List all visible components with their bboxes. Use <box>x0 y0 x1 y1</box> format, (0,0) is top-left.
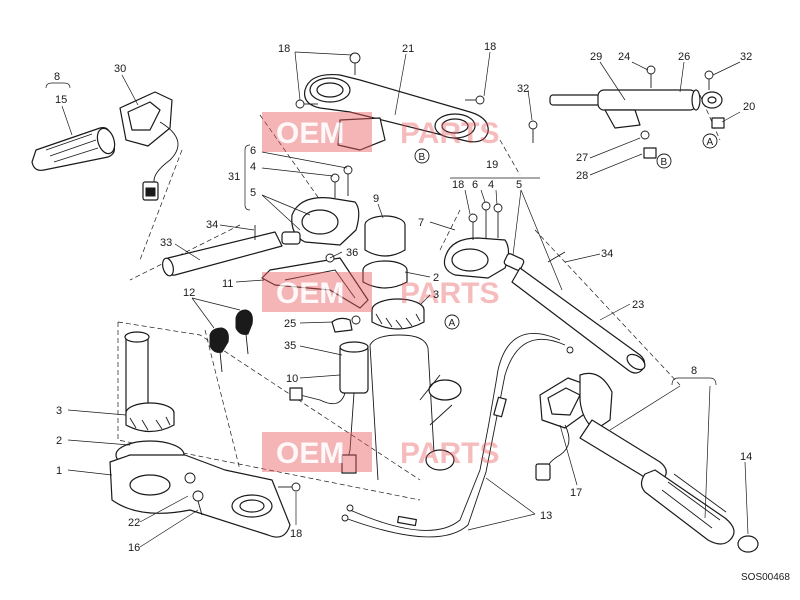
watermark-oem-top: OEM <box>276 117 344 150</box>
ignition-switch-keys <box>209 309 369 474</box>
reference-markers: B B A A <box>414 133 718 330</box>
callout-19: 19 <box>486 159 498 171</box>
bracket <box>261 253 369 309</box>
callout-27: 27 <box>576 152 588 164</box>
callout-4-left: 4 <box>250 161 256 173</box>
watermark-parts-bottom: PARTS <box>400 437 499 470</box>
callout-18-bottom: 18 <box>290 528 302 540</box>
callout-14: 14 <box>740 451 752 463</box>
callout-33: 33 <box>160 237 172 249</box>
watermark-oem-bottom: OEM <box>276 437 344 470</box>
callout-23: 23 <box>632 299 644 311</box>
callout-3-top: 3 <box>433 289 439 301</box>
callout-18-top-left: 18 <box>278 43 290 55</box>
callout-24: 24 <box>618 51 630 63</box>
right-clip-on <box>443 201 646 374</box>
watermark-parts-middle: PARTS <box>400 277 499 310</box>
ref-b-damper: B <box>661 157 668 168</box>
callout-numbers: 8 15 30 18 21 18 29 24 26 32 20 32 27 28… <box>54 41 755 554</box>
watermark-oem-middle: OEM <box>276 277 344 310</box>
callout-13: 13 <box>540 510 552 522</box>
ignition-and-bearings <box>362 215 425 330</box>
callout-17: 17 <box>570 487 582 499</box>
callout-36: 36 <box>346 247 358 259</box>
callout-5-right: 5 <box>516 179 522 191</box>
callout-11: 11 <box>222 278 233 290</box>
callout-16: 16 <box>128 542 140 554</box>
watermark: OEM PARTS OEM PARTS OEM PARTS <box>262 112 499 472</box>
callout-35: 35 <box>284 340 296 352</box>
callout-2-top: 2 <box>433 272 439 284</box>
callout-8-right-grip: 8 <box>691 365 697 377</box>
callout-1: 1 <box>56 465 62 477</box>
ref-a-frame: A <box>449 318 456 329</box>
callout-10: 10 <box>286 373 298 385</box>
callout-20: 20 <box>743 101 755 113</box>
callout-34-right: 34 <box>601 248 613 260</box>
throttle-cables <box>341 333 574 538</box>
callout-32-damper: 32 <box>740 51 752 63</box>
callout-28: 28 <box>576 170 588 182</box>
callout-7: 7 <box>418 217 424 229</box>
right-switch-assembly <box>535 377 591 481</box>
callout-12: 12 <box>183 287 195 299</box>
callout-5-left: 5 <box>250 187 256 199</box>
callout-30: 30 <box>114 63 126 75</box>
callout-26: 26 <box>678 51 690 63</box>
ref-a-damper: A <box>707 137 714 148</box>
callout-31: 31 <box>228 171 240 183</box>
callout-22: 22 <box>128 517 140 529</box>
callout-18-right-clip: 18 <box>452 179 464 191</box>
left-switch-assembly <box>119 91 179 201</box>
left-grip <box>31 127 116 171</box>
callout-21: 21 <box>402 43 414 55</box>
steering-damper <box>528 65 725 159</box>
callout-9: 9 <box>373 193 379 205</box>
callout-29: 29 <box>590 51 602 63</box>
steering-head-frame <box>369 334 462 481</box>
callout-3-bottom: 3 <box>56 405 62 417</box>
callout-2-bottom: 2 <box>56 435 62 447</box>
callout-32-bolt: 32 <box>517 83 529 95</box>
callout-25: 25 <box>284 318 296 330</box>
left-clip-on <box>162 165 360 277</box>
callout-6-left: 6 <box>250 145 256 157</box>
leader-lines <box>45 51 749 548</box>
ref-b-top-yoke: B <box>419 152 426 163</box>
callout-6-right: 6 <box>472 179 478 191</box>
callout-34-left: 34 <box>206 219 218 231</box>
steering-stem-bottom-yoke <box>109 331 301 538</box>
watermark-parts-top: PARTS <box>400 117 499 150</box>
callout-18-top-right: 18 <box>484 41 496 53</box>
right-grip <box>579 372 759 553</box>
callout-15: 15 <box>55 94 67 106</box>
drawing-code: SOS00468 <box>741 572 790 583</box>
callout-8-left-grip: 8 <box>54 71 60 83</box>
callout-4-right: 4 <box>488 179 494 191</box>
